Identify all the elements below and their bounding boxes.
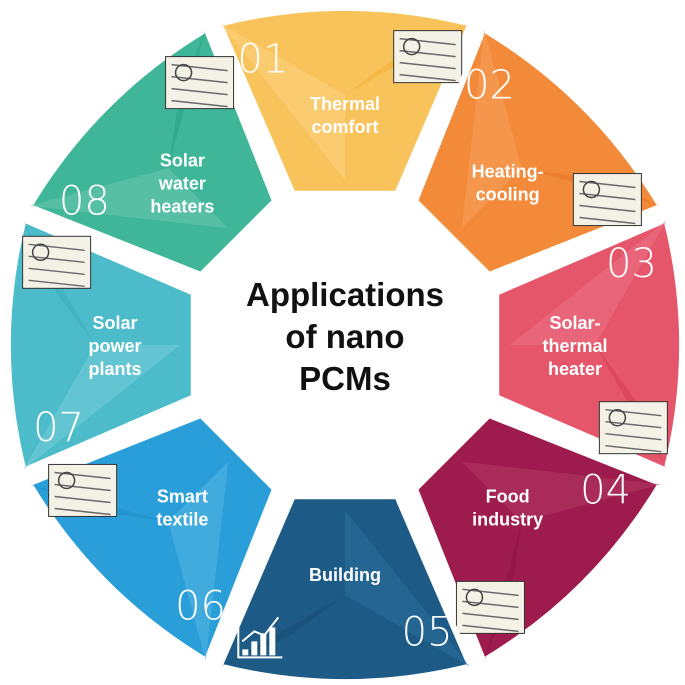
segment-number: 02 [464,62,515,108]
segment-label-line: Solar [92,313,137,333]
segment-08: 08 Solar water heaters [25,25,279,279]
segment-number: 03 [606,241,657,287]
segment-label-line: cooling [476,184,540,204]
segment-facet-light [23,345,181,470]
segment-number: 04 [580,467,631,513]
segment-number: 06 [175,584,226,630]
solar-panel-image [165,56,235,110]
segment-label-line: heater [548,359,602,379]
segment-facet-dark [168,29,206,169]
segment-facet-light [510,220,667,345]
segment-05: 05 Building [216,493,474,685]
segment-label-line: Heating- [472,161,544,181]
solar-plant-image [22,235,92,289]
segment-number: 01 [237,37,288,83]
segment-label-line: water [158,173,206,193]
sun-snowflake-image [572,173,642,227]
bar-chart-icon-image [237,616,283,659]
segment-label-line: Solar [160,150,205,170]
segment-label-line: Solar- [549,313,600,333]
segment-label-line: thermal [542,336,607,356]
center-title: Applications of nano PCMs [246,276,444,397]
center-title-line-3: PCMs [299,360,391,397]
segments-ring: 01Thermalcomfort02Heating-cooling03Solar… [4,4,685,685]
food-tray-image [455,580,525,634]
segment-label-line: Thermal [310,94,380,114]
segment-label-line: Building [309,565,381,585]
center-title-line-2: of nano [285,318,404,355]
segment-07: 07 Solar power plants [4,216,197,474]
segment-label-line: industry [472,510,543,530]
segment-label-line: Smart [157,487,208,507]
segment-number: 08 [59,179,110,225]
person-on-sofa-image [393,30,463,84]
segment-number: 07 [33,405,84,451]
segment-facet-light [29,168,229,229]
segment-label-line: plants [88,359,141,379]
segment-number: 05 [402,609,453,655]
segment-04: 04 Food industry [411,411,665,665]
segment-label-line: textile [156,510,208,530]
segment-facet-light [461,29,522,229]
segment-facet-light [461,461,661,522]
smart-shirt-image [48,463,118,517]
segment-facet-dark [23,220,96,345]
segment-facet-light [220,23,345,181]
segment-facet-light [345,510,470,667]
solar-water-heater-image [598,401,668,455]
segment-facet-light [168,461,229,661]
segment-label-line: power [88,336,141,356]
segment-label-line: Food [486,487,530,507]
segment-06: 06 Smart textile [25,411,279,665]
segment-label-line: heaters [150,196,214,216]
segment-label-line: comfort [312,117,379,137]
center-title-line-1: Applications [246,276,444,313]
